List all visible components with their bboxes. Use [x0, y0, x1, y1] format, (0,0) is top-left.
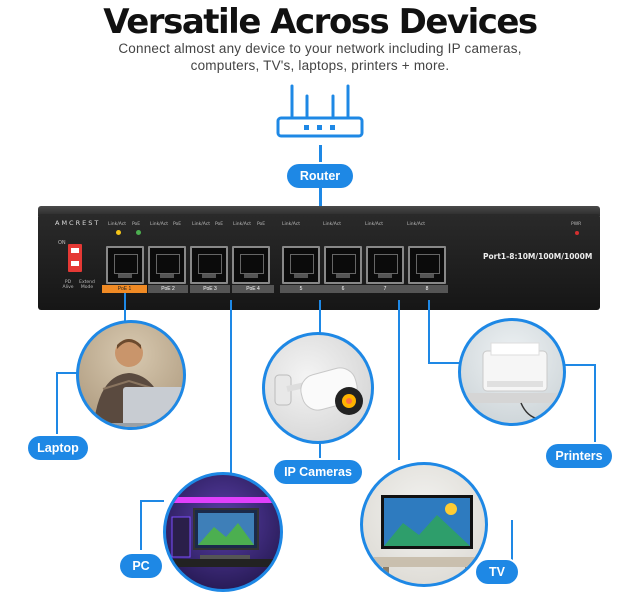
power-led: [575, 231, 579, 235]
ethernet-port-6: [324, 246, 362, 284]
label-ip-cameras: IP Cameras: [274, 460, 362, 484]
pc-photo: [163, 472, 283, 592]
gaming-pc-illustration: [166, 497, 280, 567]
pc-label-line: [140, 500, 142, 550]
label-laptop: Laptop: [28, 436, 88, 460]
led-label: Link/Act: [108, 222, 126, 227]
port-label: PoE 1: [102, 285, 147, 293]
dip-switch: [68, 244, 82, 272]
ethernet-port-5: [282, 246, 320, 284]
ethernet-port-3: [190, 246, 228, 284]
pd-alive-label: PD Alive: [62, 280, 74, 290]
printer-label-line: [594, 364, 596, 444]
router-to-switch-line: [319, 188, 322, 208]
router-connector: [319, 145, 322, 165]
laptop-line: [124, 293, 126, 321]
printer-label-line-h: [554, 364, 596, 366]
port-label: PoE 2: [148, 285, 188, 293]
camera-label-line: [319, 432, 321, 462]
led-label: Link/Act: [407, 222, 425, 227]
tv-photo: [360, 462, 488, 587]
laptop-photo: [76, 320, 186, 430]
laptop-label-line: [56, 372, 58, 436]
led-label: Link/Act: [150, 222, 168, 227]
printer-photo: [458, 318, 566, 426]
subheadline: Connect almost any device to your networ…: [118, 41, 522, 73]
security-camera-illustration: [274, 367, 363, 415]
port-label: 7: [364, 285, 406, 293]
printer-line-v: [428, 300, 430, 364]
router-icon: [276, 84, 364, 138]
printer-line-h: [428, 362, 460, 364]
led-label: Link/Act: [365, 222, 383, 227]
dip-on-label: ON: [58, 240, 66, 246]
pwr-label: PWR: [571, 222, 582, 227]
led-label: PoE: [132, 222, 141, 227]
person-with-laptop-illustration: [93, 339, 183, 427]
brand-logo: AMCREST: [55, 219, 101, 227]
led-label: PoE: [257, 222, 266, 227]
port-label: 6: [322, 285, 364, 293]
port-label: 8: [406, 285, 448, 293]
port-label: PoE 4: [232, 285, 274, 293]
led-label: PoE: [173, 222, 182, 227]
ip-camera-photo: [262, 332, 374, 444]
label-pc: PC: [120, 554, 162, 578]
led-label: Link/Act: [323, 222, 341, 227]
label-router: Router: [287, 164, 353, 188]
printer-illustration: [461, 342, 563, 420]
ethernet-port-1: [106, 246, 144, 284]
ethernet-port-4: [232, 246, 270, 284]
tv-illustration: [371, 495, 483, 579]
label-tv: TV: [476, 560, 518, 584]
camera-line: [319, 300, 321, 336]
laptop-label-line-h: [56, 372, 78, 374]
ethernet-port-2: [148, 246, 186, 284]
ethernet-port-8: [408, 246, 446, 284]
switch-top: [38, 206, 600, 216]
status-led-green: [136, 230, 141, 235]
status-led-yellow: [116, 230, 121, 235]
headline: Versatile Across Devices: [103, 2, 538, 42]
port-label: PoE 3: [190, 285, 230, 293]
ethernet-port-7: [366, 246, 404, 284]
label-printers: Printers: [546, 444, 612, 468]
pc-label-line-h: [140, 500, 164, 502]
led-label: Link/Act: [192, 222, 210, 227]
speed-label: Port1-8:10M/100M/1000M: [483, 252, 593, 261]
tv-label-line: [511, 520, 513, 560]
led-label: Link/Act: [282, 222, 300, 227]
extend-mode-label: Extend Mode: [79, 280, 95, 290]
led-label: PoE: [215, 222, 224, 227]
tv-line: [398, 300, 400, 460]
pc-line: [230, 300, 232, 478]
led-label: Link/Act: [233, 222, 251, 227]
port-label: 5: [280, 285, 322, 293]
